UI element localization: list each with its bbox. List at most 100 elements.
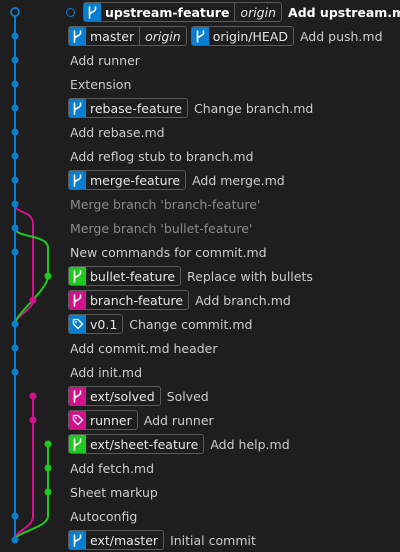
branch-ref[interactable]: ext/master	[68, 530, 165, 550]
commit-node[interactable]	[11, 152, 19, 160]
commit-node[interactable]	[44, 272, 52, 280]
branch-ref[interactable]: origin/HEAD	[190, 26, 294, 46]
git-branch-icon	[69, 435, 86, 453]
branch-ref[interactable]: branch-feature	[68, 290, 190, 310]
commit-message: Merge branch 'bullet-feature'	[70, 220, 253, 236]
commit-node[interactable]	[44, 440, 52, 448]
commit-row[interactable]: rebase-feature Change branch.md	[68, 96, 313, 120]
commit-node[interactable]	[29, 392, 37, 400]
tag-ref[interactable]: runner	[68, 410, 138, 430]
commit-node[interactable]	[11, 368, 19, 376]
tag-icon	[69, 315, 86, 333]
commit-node[interactable]	[11, 320, 19, 328]
commit-node[interactable]	[11, 344, 19, 352]
commit-graph	[10, 7, 52, 544]
ref-name: bullet-feature	[90, 268, 176, 284]
branch-ref[interactable]: merge-feature	[68, 170, 187, 190]
commit-message: Merge branch 'branch-feature'	[70, 196, 261, 212]
commit-row[interactable]: Add rebase.md	[68, 120, 165, 144]
commit-row[interactable]: Add commit.md header	[68, 336, 218, 360]
graph-line-branch-feature	[14, 203, 34, 325]
commit-row[interactable]: Add reflog stub to branch.md	[68, 144, 253, 168]
commit-message: Initial commit	[170, 532, 256, 548]
commit-node[interactable]	[11, 512, 19, 520]
commit-message: Solved	[166, 388, 209, 404]
commit-message: Add init.md	[70, 364, 143, 380]
commit-row[interactable]: runner Add runner	[68, 408, 214, 432]
commit-row[interactable]: New commands for commit.md	[68, 240, 267, 264]
ref-name: ext/solved	[90, 388, 155, 404]
commit-row[interactable]: Merge branch 'bullet-feature'	[68, 216, 252, 240]
commit-message: Add merge.md	[192, 172, 285, 188]
commit-node[interactable]	[44, 488, 52, 496]
commit-row[interactable]: Autoconfig	[68, 504, 137, 528]
commit-node[interactable]	[11, 248, 19, 256]
commit-message: Change branch.md	[194, 100, 314, 116]
commit-message: Add help.md	[210, 436, 290, 452]
git-branch-icon	[69, 387, 86, 405]
commit-node[interactable]	[11, 56, 19, 64]
commit-node[interactable]	[11, 200, 19, 208]
ref-remote: origin	[139, 27, 186, 45]
commit-node[interactable]	[11, 80, 19, 88]
commit-row[interactable]: ext/solved Solved	[68, 384, 209, 408]
commit-node[interactable]	[11, 536, 19, 544]
git-branch-icon	[69, 267, 86, 285]
commit-message: Add runner	[143, 412, 214, 428]
commit-message: Autoconfig	[70, 508, 138, 524]
git-branch-icon	[69, 171, 86, 189]
commit-node[interactable]	[29, 296, 37, 304]
ref-name: v0.1	[90, 316, 118, 332]
ref-name: rebase-feature	[90, 100, 182, 116]
commit-message: Add fetch.md	[70, 460, 155, 476]
commit-message: Change commit.md	[129, 316, 253, 332]
commit-node[interactable]	[11, 128, 19, 136]
commit-row[interactable]: Merge branch 'branch-feature'	[68, 192, 260, 216]
ref-name: runner	[90, 412, 132, 428]
commit-row[interactable]: v0.1 Change commit.md	[68, 312, 252, 336]
commit-node[interactable]	[10, 7, 20, 17]
commit-row[interactable]: Add fetch.md	[68, 456, 154, 480]
commit-message: Add upstream.md	[288, 4, 400, 20]
commit-node[interactable]	[11, 32, 19, 40]
commit-node[interactable]	[11, 104, 19, 112]
branch-ref[interactable]: bullet-feature	[68, 266, 182, 286]
branch-ref[interactable]: ext/solved	[68, 386, 161, 406]
git-branch-icon	[69, 99, 86, 117]
ref-name: ext/master	[90, 532, 159, 548]
branch-ref[interactable]: ext/sheet-feature	[68, 434, 205, 454]
commit-node[interactable]	[11, 176, 19, 184]
commit-message: Add commit.md header	[70, 340, 218, 356]
ref-name: origin/HEAD	[212, 28, 288, 44]
commit-row[interactable]: Sheet markup	[68, 480, 158, 504]
commit-row[interactable]: ext/sheet-feature Add help.md	[68, 432, 290, 456]
commit-row[interactable]: Add init.md	[68, 360, 142, 384]
commit-row[interactable]: Extension	[68, 72, 131, 96]
commit-node[interactable]	[11, 224, 19, 232]
commit-row[interactable]: Add runner	[68, 48, 140, 72]
commit-row[interactable]: merge-feature Add merge.md	[68, 168, 285, 192]
commit-row[interactable]: branch-feature Add branch.md	[68, 288, 291, 312]
commit-message: Sheet markup	[70, 484, 158, 500]
graph-line-ext-sheet	[14, 444, 49, 541]
git-branch-icon	[69, 27, 86, 45]
commit-message: Add push.md	[299, 28, 383, 44]
commit-message: Add branch.md	[195, 292, 291, 308]
ref-name: merge-feature	[90, 172, 181, 188]
ref-name: master	[90, 28, 135, 44]
commit-node[interactable]	[29, 416, 37, 424]
commit-message: Extension	[70, 76, 132, 92]
tag-ref[interactable]: v0.1	[68, 314, 124, 334]
head-indicator-icon	[66, 7, 75, 17]
graph-line-bullet-feature	[14, 227, 49, 325]
branch-ref[interactable]: rebase-feature	[68, 98, 188, 118]
ref-name: upstream-feature	[105, 4, 230, 20]
commit-row[interactable]: ext/master Initial commit	[68, 528, 256, 552]
commit-node[interactable]	[44, 464, 52, 472]
ref-remote: origin	[234, 3, 281, 21]
